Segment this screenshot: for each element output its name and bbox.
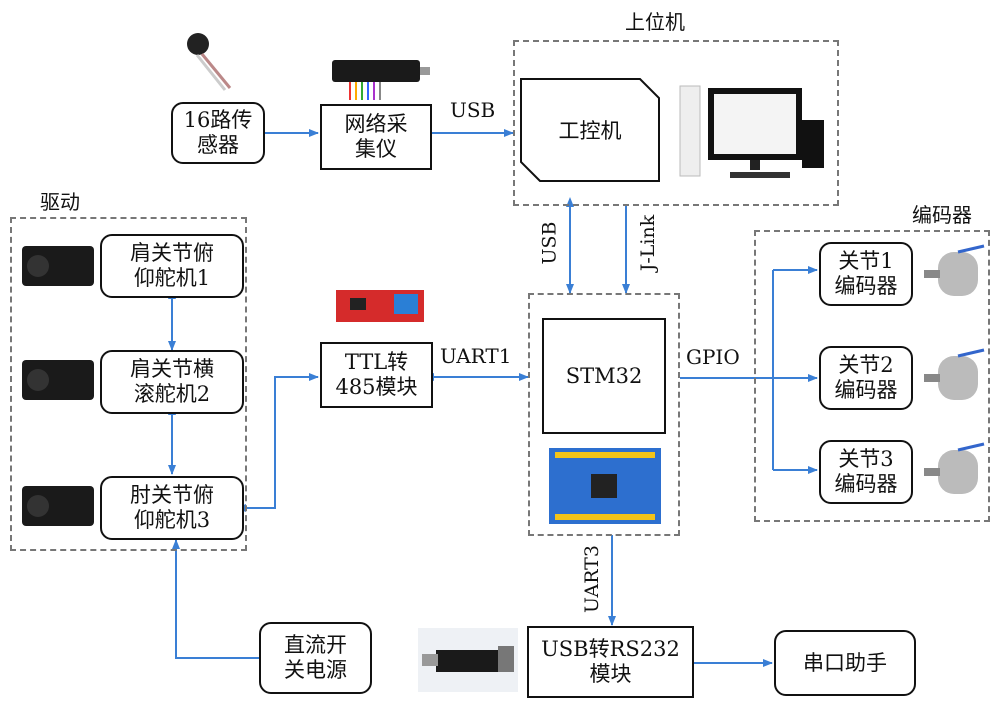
pressure-sensor-photo	[170, 28, 250, 98]
servo3-node: 肘关节俯 仰舵机3	[100, 476, 244, 540]
servo2-photo	[18, 352, 98, 408]
stm32-board-photo	[545, 444, 665, 528]
encoder3-node: 关节3 编码器	[819, 440, 913, 504]
encoder2-photo	[918, 348, 986, 408]
ipc-label: 工控机	[558, 119, 622, 143]
wire-power-servo3	[172, 539, 259, 659]
jlink-label: J-Link	[637, 214, 660, 272]
uart1-label: UART1	[440, 344, 512, 368]
uart3-label: UART3	[580, 545, 603, 613]
host-group	[513, 40, 839, 206]
servo1-node: 肩关节俯 仰舵机1	[100, 234, 244, 298]
encoder1-photo	[918, 244, 986, 304]
usb232-node: USB转RS232 模块	[527, 626, 694, 698]
usb-label-vertical: USB	[538, 221, 561, 265]
collector-photo	[320, 42, 435, 102]
stm32-node: STM32	[542, 318, 666, 434]
computer-photo	[672, 76, 834, 188]
encoder1-node: 关节1 编码器	[819, 242, 913, 306]
drive-group-label: 驱动	[40, 190, 80, 214]
gpio-label: GPIO	[686, 345, 740, 369]
servo2-node: 肩关节横 滚舵机2	[100, 350, 244, 414]
ttl485-node: TTL转 485模块	[320, 342, 433, 408]
drive-group	[10, 217, 247, 551]
encoder2-node: 关节2 编码器	[819, 346, 913, 410]
ttl485-photo	[330, 276, 430, 336]
power-node: 直流开 关电源	[259, 622, 372, 694]
encoder3-photo	[918, 442, 986, 502]
ipc-node: 工控机	[520, 78, 660, 182]
usb-label-top: USB	[450, 98, 496, 122]
sensor-node: 16路传 感器	[171, 102, 265, 164]
servo3-photo	[18, 478, 98, 534]
usb232-photo	[416, 626, 520, 694]
wire-servo3-ttl	[236, 373, 319, 512]
servo1-photo	[18, 238, 98, 294]
encoder-group	[754, 230, 990, 522]
serial-assistant-node: 串口助手	[774, 630, 916, 696]
encoder-group-label: 编码器	[912, 203, 972, 227]
stm32-group	[528, 293, 680, 536]
host-group-label: 上位机	[625, 10, 685, 34]
collector-node: 网络采 集仪	[320, 104, 432, 170]
